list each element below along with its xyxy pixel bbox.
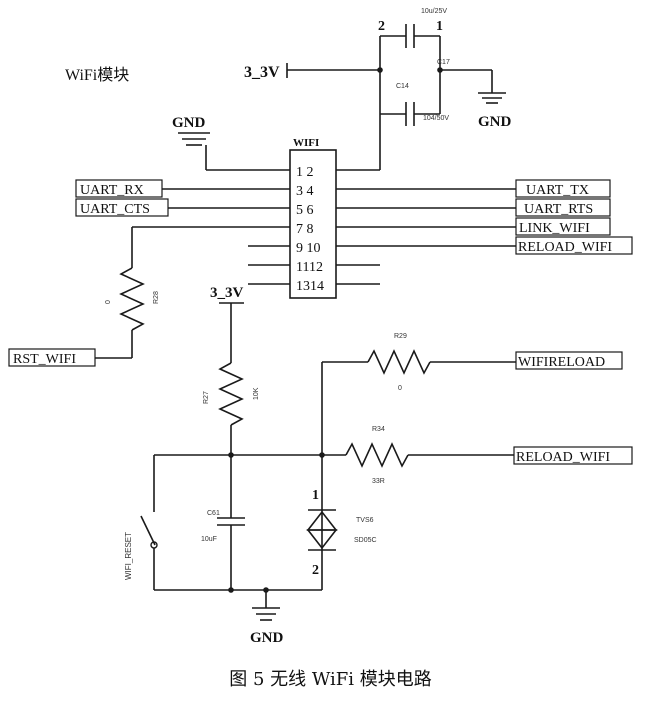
r29-value: 0	[398, 385, 402, 392]
pin-row-3-4: 3 4	[296, 184, 314, 199]
power-label-mid: 3_3V	[210, 285, 244, 301]
c17-ref: C17	[437, 59, 450, 66]
net-label-rst-wifi: RST_WIFI	[13, 352, 76, 367]
switch-ref: WIFI_RESET	[124, 532, 133, 580]
junction-3v3	[377, 67, 383, 73]
pin-row-5-6: 5 6	[296, 203, 314, 218]
c61-value: 10uF	[201, 536, 217, 543]
c17-pin2: 2	[378, 19, 385, 34]
c17-pin1: 1	[436, 19, 443, 34]
r27-ref: R27	[203, 391, 210, 404]
r34-resistor	[345, 442, 409, 468]
net-label-uart-tx-box	[515, 179, 611, 198]
gnd-right-label: GND	[478, 114, 512, 130]
net-label-rst-wifi-box	[8, 348, 96, 367]
tvs-triangle-bottom	[306, 529, 338, 550]
tvs-pin2: 2	[312, 563, 319, 578]
net-label-reload-wifi-bottom: RELOAD_WIFI	[516, 450, 610, 465]
net-label-wifireload: WIFIRELOAD	[518, 355, 605, 370]
pin-row-13-14: 1314	[296, 279, 324, 294]
net-label-uart-cts-box	[75, 198, 169, 217]
switch-blade	[140, 515, 156, 546]
net-label-uart-rx: UART_RX	[80, 183, 144, 198]
r27-resistor	[218, 362, 244, 426]
figure-caption: 图 5 无线 WiFi 模块电路	[229, 669, 432, 690]
junction-cap-right	[437, 67, 443, 73]
c17-value: 10u/25V	[421, 8, 447, 15]
net-label-uart-rx-box	[75, 179, 163, 198]
pin-row-7-8: 7 8	[296, 222, 314, 237]
module-title: WiFi模块	[65, 66, 129, 84]
gnd-left-label: GND	[172, 115, 206, 131]
pin-row-labels: 1 2 3 4 5 6 7 8 9 10 1112 1314	[296, 165, 324, 294]
r27-value: 10K	[253, 387, 260, 400]
c14-ref: C14	[396, 83, 409, 90]
r28-value: 0	[105, 300, 112, 304]
wifi-connector-body	[289, 149, 337, 299]
r34-ref: R34	[372, 426, 385, 433]
net-label-uart-rts-box	[515, 198, 611, 217]
tvs-value: SD05C	[354, 537, 377, 544]
tvs-pin1: 1	[312, 488, 319, 503]
r29-resistor	[367, 349, 431, 375]
pin-row-9-10: 9 10	[296, 241, 321, 256]
r28-ref: R28	[153, 291, 160, 304]
gnd-bottom-label: GND	[250, 630, 284, 646]
tvs-diode	[306, 509, 338, 551]
net-label-link-wifi: LINK_WIFI	[519, 221, 590, 236]
tvs-ref: TVS6	[356, 517, 374, 524]
junction-gnd-left	[228, 587, 234, 593]
net-label-wifireload-box	[515, 351, 623, 370]
net-label-uart-cts: UART_CTS	[80, 202, 150, 217]
pin-row-11-12: 1112	[296, 260, 323, 275]
pin-row-1-2: 1 2	[296, 165, 314, 180]
c61-ref: C61	[207, 510, 220, 517]
net-label-reload-wifi-bottom-box	[513, 446, 633, 465]
net-label-uart-rts: UART_RTS	[524, 202, 593, 217]
power-label-top: 3_3V	[244, 64, 280, 81]
net-label-uart-tx: UART_TX	[526, 183, 589, 198]
r28-resistor	[119, 267, 145, 331]
net-label-link-wifi-box	[515, 217, 611, 236]
net-label-reload-wifi-top: RELOAD_WIFI	[518, 240, 612, 255]
wifi-connector-label: WIFI	[293, 137, 319, 149]
c14-value: 104/50V	[423, 115, 449, 122]
r29-ref: R29	[394, 333, 407, 340]
net-label-reload-wifi-top-box	[515, 236, 633, 255]
r34-value: 33R	[372, 478, 385, 485]
